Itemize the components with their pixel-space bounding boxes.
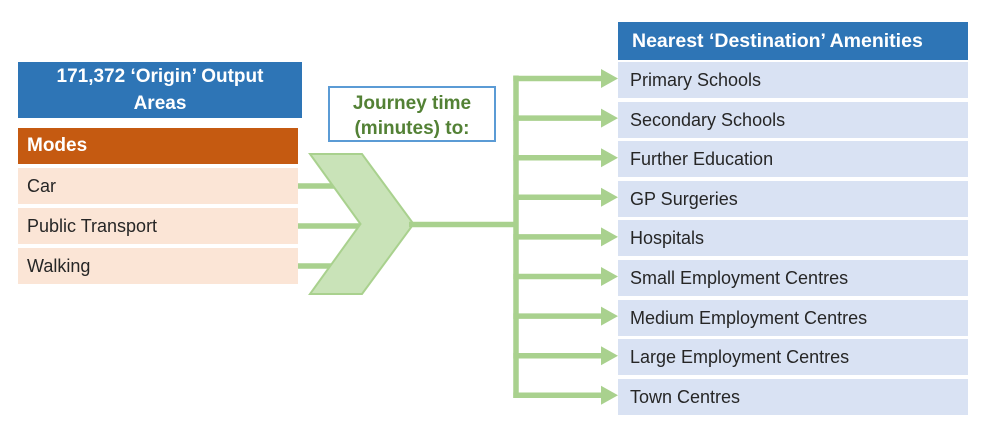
list-item-mode: Public Transport [18, 208, 298, 244]
list-item-mode: Walking [18, 248, 298, 284]
list-item-destination: Small Employment Centres [618, 260, 968, 296]
origin-header: 171,372 ‘Origin’ Output Areas [18, 62, 302, 118]
arrowhead-icon [601, 108, 618, 128]
arrowhead-icon [601, 306, 618, 326]
arrowhead-icon [601, 187, 618, 207]
list-item-destination: Large Employment Centres [618, 339, 968, 376]
journey-label-line2: (minutes) to: [354, 118, 470, 139]
list-item-destination: Hospitals [618, 220, 968, 257]
arrowhead-icon [601, 148, 618, 168]
journey-time-label-box: Journey time (minutes) to: [328, 86, 496, 142]
list-item-mode: Car [18, 168, 298, 204]
chevron-arrow-shape [308, 153, 415, 295]
arrowhead-icon [601, 346, 618, 366]
list-item-destination: Secondary Schools [618, 101, 968, 138]
arrowhead-icon [601, 69, 618, 88]
journey-label-line1: Journey time [352, 93, 472, 114]
destination-connector-group [513, 69, 618, 405]
list-item-destination: GP Surgeries [618, 180, 968, 217]
arrowhead-icon [601, 267, 618, 286]
destination-header: Nearest ‘Destination’ Amenities [618, 22, 968, 60]
arrowhead-icon [601, 227, 618, 247]
modes-header: Modes [18, 128, 298, 164]
list-item-destination: Primary Schools [618, 62, 968, 98]
list-item-destination: Medium Employment Centres [618, 299, 968, 336]
list-item-destination: Further Education [618, 141, 968, 178]
arrowhead-icon [601, 385, 618, 405]
list-item-destination: Town Centres [618, 378, 968, 415]
